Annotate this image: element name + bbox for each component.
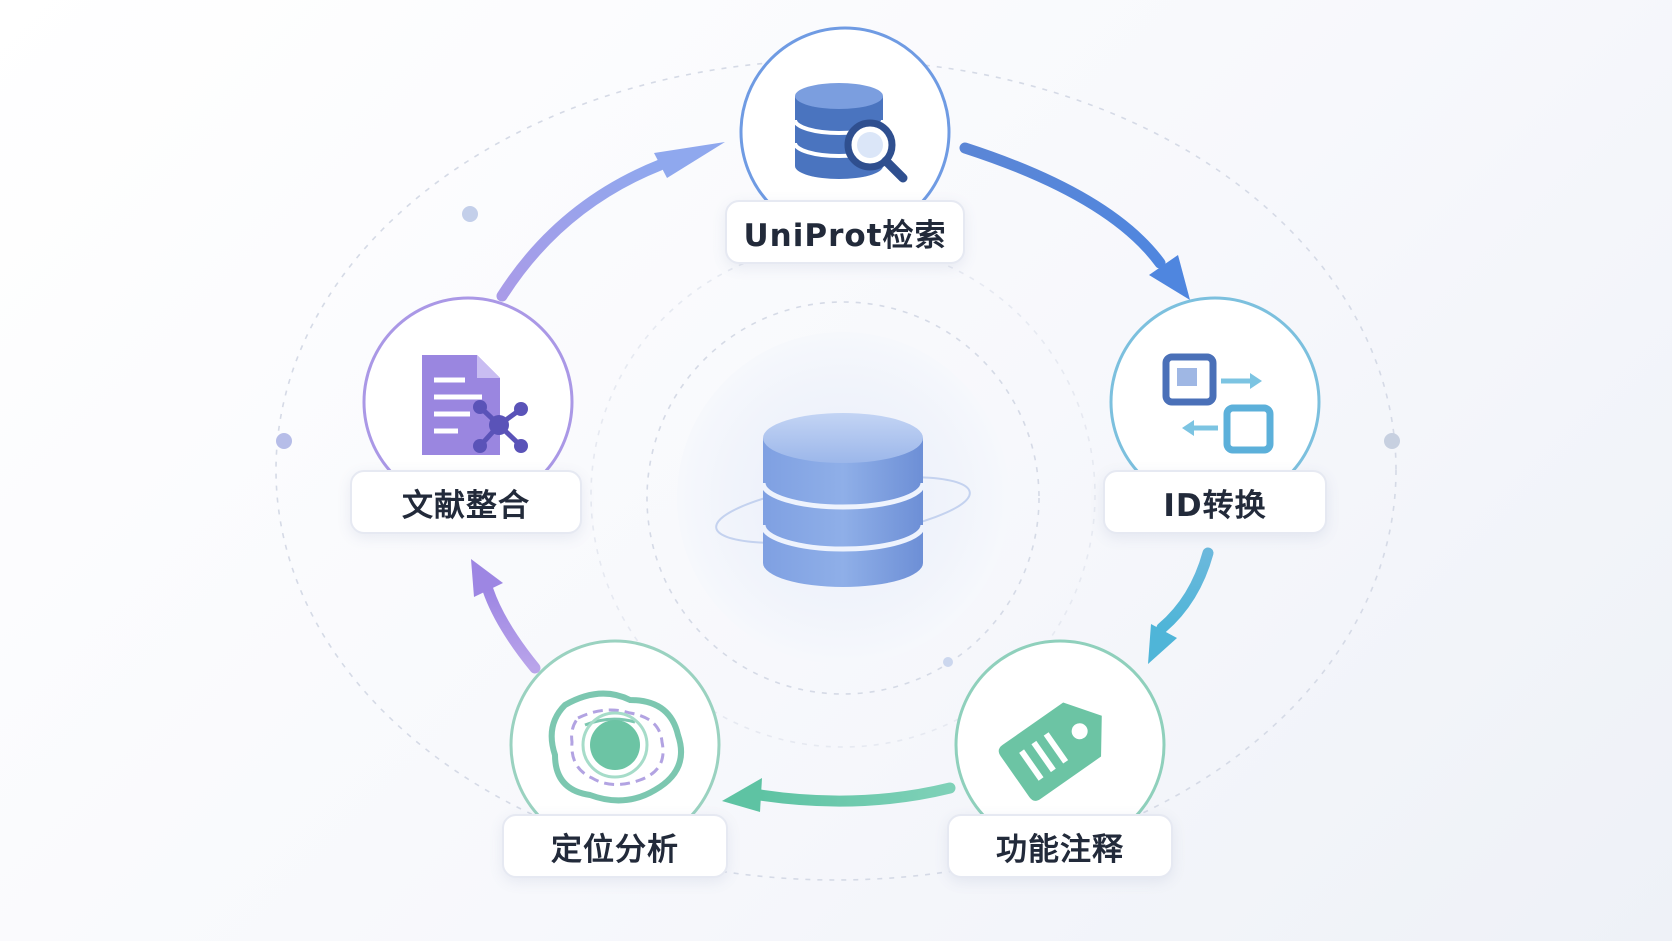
tag-icon — [998, 702, 1102, 801]
background-orbits — [275, 59, 1397, 881]
node-label-function: 功能注释 — [947, 814, 1173, 878]
node-literature — [362, 296, 574, 508]
node-label-id-conversion: ID转换 — [1103, 470, 1327, 534]
node-label-localization: 定位分析 — [502, 814, 728, 878]
arrow-function-to-localization — [754, 782, 956, 807]
arrow-uniprot-to-id — [959, 142, 1166, 269]
center-database-icon — [677, 332, 1009, 664]
node-label-uniprot: UniProt检索 — [725, 200, 965, 264]
node-function — [954, 639, 1166, 851]
document-network-icon — [422, 355, 528, 455]
cell-icon — [548, 690, 685, 804]
node-label-literature: 文献整合 — [350, 470, 582, 534]
node-id-conversion — [1109, 296, 1321, 508]
flow-arrows — [482, 142, 1214, 807]
arrow-heads — [471, 142, 1190, 812]
id-conversion-icon — [1162, 353, 1274, 454]
arrow-literature-to-uniprot — [496, 159, 666, 302]
arrow-id-to-function — [1156, 547, 1214, 634]
database-search-icon — [793, 83, 908, 183]
arrow-localization-to-literature — [482, 584, 541, 674]
